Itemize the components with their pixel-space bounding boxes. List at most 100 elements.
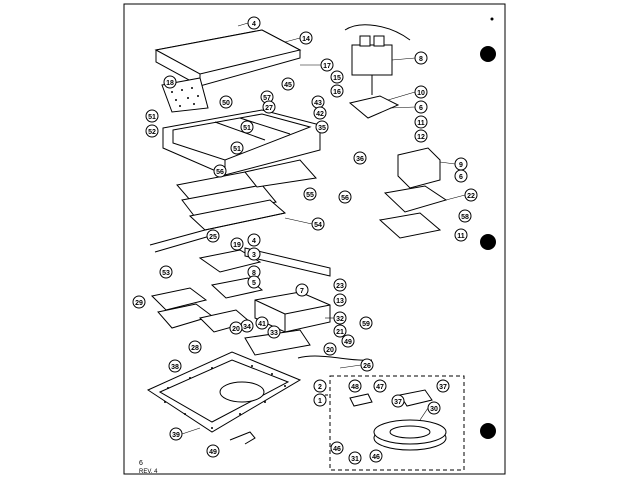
svg-text:30: 30 (430, 406, 438, 413)
svg-text:29: 29 (135, 300, 143, 307)
turntable-motor (399, 389, 433, 407)
callout-5: 5 (247, 275, 261, 289)
callout-1: 1 (313, 393, 327, 407)
callout-53: 53 (159, 265, 173, 279)
callout-16: 16 (330, 84, 344, 98)
callout-22: 22 (464, 188, 478, 202)
callout-14: 14 (299, 31, 313, 45)
callout-59: 59 (359, 316, 373, 330)
svg-text:27: 27 (265, 105, 273, 112)
callout-49: 49 (341, 334, 355, 348)
bottom-rail (244, 329, 311, 356)
callout-33: 33 (267, 325, 281, 339)
turntable-wire (297, 355, 373, 361)
registration-dot-top (480, 46, 496, 62)
svg-text:33: 33 (270, 330, 278, 337)
callout-35: 35 (315, 120, 329, 134)
svg-text:16: 16 (333, 89, 341, 96)
callout-56b: 56 (338, 190, 352, 204)
top-marker (490, 17, 494, 21)
registration-dot-middle (480, 234, 496, 250)
callout-11b: 11 (454, 228, 468, 242)
callout-48: 48 (348, 379, 362, 393)
turntable-inset (329, 375, 465, 471)
callout-7: 7 (295, 283, 309, 297)
svg-text:32: 32 (336, 316, 344, 323)
svg-text:41: 41 (258, 321, 266, 328)
svg-text:3: 3 (252, 252, 256, 259)
callout-37a: 37 (436, 379, 450, 393)
svg-text:42: 42 (316, 111, 324, 118)
svg-text:11: 11 (417, 120, 425, 127)
callout-39: 39 (169, 427, 183, 441)
bottom-tray (146, 351, 302, 433)
callout-32: 32 (333, 311, 347, 325)
svg-text:49: 49 (344, 339, 352, 346)
heater-panels (176, 159, 317, 231)
svg-text:53: 53 (162, 270, 170, 277)
svg-text:20: 20 (232, 326, 240, 333)
svg-text:55: 55 (306, 192, 314, 199)
svg-text:46: 46 (333, 446, 341, 453)
callout-47: 47 (373, 379, 387, 393)
callout-9: 9 (454, 157, 468, 171)
svg-text:56: 56 (341, 195, 349, 202)
svg-text:56: 56 (216, 169, 224, 176)
callout-46a: 46 (330, 441, 344, 455)
turntable (373, 419, 447, 451)
svg-text:45: 45 (284, 82, 292, 89)
leader-lines (181, 22, 466, 435)
callout-21: 21 (333, 324, 347, 338)
svg-text:7: 7 (300, 288, 304, 295)
svg-text:57: 57 (263, 95, 271, 102)
svg-text:6: 6 (419, 105, 423, 112)
callout-15: 15 (330, 70, 344, 84)
callout-58: 58 (458, 209, 472, 223)
callout-20: 20 (229, 321, 243, 335)
callout-3: 3 (247, 247, 261, 261)
svg-text:47: 47 (376, 384, 384, 391)
callout-17: 17 (320, 58, 334, 72)
callout-26: 26 (360, 358, 374, 372)
callout-36: 36 (353, 151, 367, 165)
svg-text:4: 4 (252, 238, 256, 245)
svg-text:12: 12 (417, 134, 425, 141)
svg-text:10: 10 (417, 90, 425, 97)
callout-45: 45 (281, 77, 295, 91)
callout-30: 30 (427, 401, 441, 415)
svg-text:4: 4 (252, 21, 256, 28)
callout-41: 41 (255, 316, 269, 330)
callout-6a: 6 (414, 100, 428, 114)
page-border (123, 3, 506, 475)
svg-text:36: 36 (356, 156, 364, 163)
page-number: 6 (139, 460, 143, 467)
switch-assembly (344, 24, 411, 119)
svg-text:13: 13 (336, 298, 344, 305)
svg-text:37: 37 (439, 384, 447, 391)
heating-element-left (150, 287, 208, 311)
svg-text:1: 1 (318, 398, 322, 405)
filter-pad-texture (171, 87, 199, 107)
svg-text:9: 9 (459, 162, 463, 169)
svg-text:15: 15 (333, 75, 341, 82)
svg-text:14: 14 (302, 36, 310, 43)
svg-text:39: 39 (172, 432, 180, 439)
svg-text:46: 46 (372, 454, 380, 461)
frame-tray (162, 109, 321, 176)
callout-49b: 49 (206, 444, 220, 458)
svg-text:17: 17 (323, 63, 331, 70)
callout-25: 25 (206, 229, 220, 243)
svg-text:19: 19 (233, 242, 241, 249)
callout-29: 29 (132, 295, 146, 309)
svg-text:59: 59 (362, 321, 370, 328)
svg-text:23: 23 (336, 283, 344, 290)
svg-text:8: 8 (419, 56, 423, 63)
svg-text:21: 21 (336, 329, 344, 336)
callout-2: 2 (313, 379, 327, 393)
callout-27: 27 (262, 100, 276, 114)
callout-43: 43 (311, 95, 325, 109)
callout-31b: 31 (348, 451, 362, 465)
callout-37b: 37 (391, 394, 405, 408)
svg-text:54: 54 (314, 222, 322, 229)
